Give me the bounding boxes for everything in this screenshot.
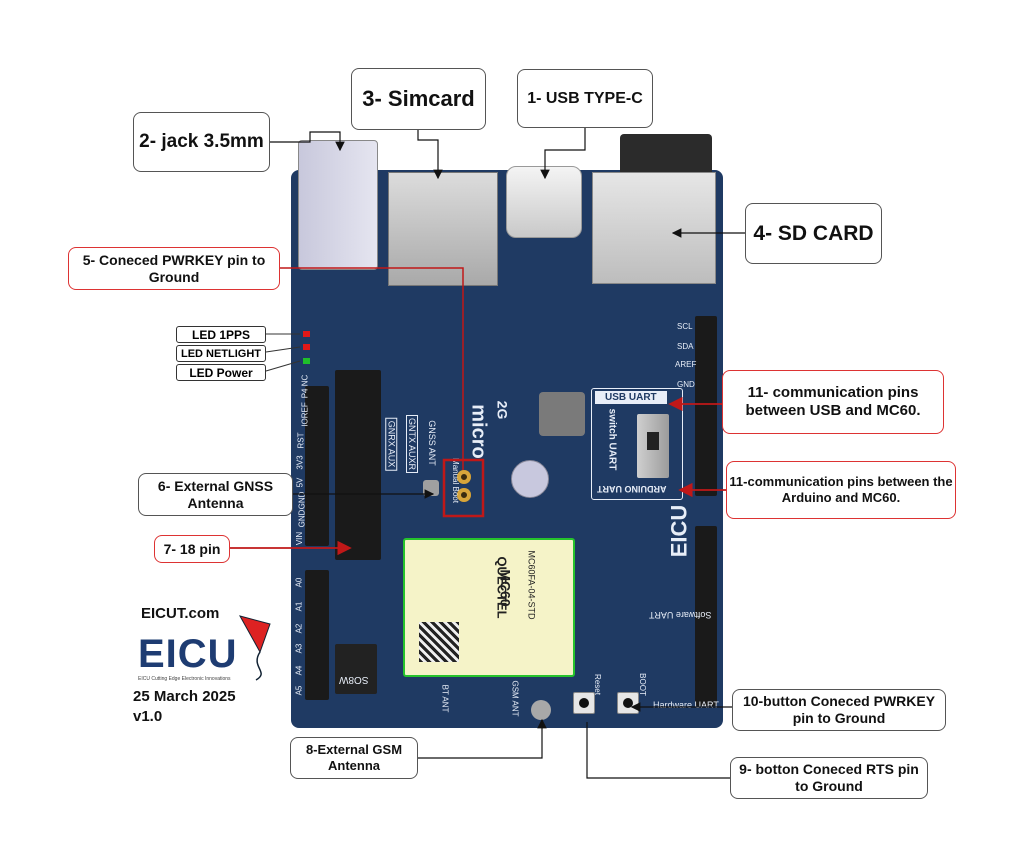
audio-jack xyxy=(298,140,378,270)
micro-label: micro xyxy=(467,404,490,459)
switch-uart-label: switch UART xyxy=(606,408,618,471)
right-pin-label: SCL xyxy=(677,322,693,331)
analog-pin-label: A1 xyxy=(294,601,304,612)
led-1pps-red xyxy=(303,331,310,337)
right-pin-label: SDA xyxy=(677,342,694,351)
board-logo: EICU xyxy=(666,504,692,558)
left-pin-label: 3V3 xyxy=(295,455,305,470)
arrow-rts xyxy=(586,722,730,779)
led-power-label: LED Power xyxy=(176,364,266,381)
band-label: 2G xyxy=(494,400,511,420)
reset-button[interactable] xyxy=(573,692,595,714)
sw-uart-label: Software UART xyxy=(649,610,712,620)
eicu-tagline: EICU Cutting Edge Electronic Innovations xyxy=(138,676,231,682)
analog-pin-label: A2 xyxy=(294,623,304,634)
boot-button[interactable] xyxy=(617,692,639,714)
callout-arduino-mc60-pins: 11-communication pins between the Arduin… xyxy=(726,461,956,519)
gsm-ant-label: GSM ANT xyxy=(510,680,520,717)
bt-ant-label: BT ANT xyxy=(440,684,450,713)
inductor xyxy=(539,392,585,436)
uart-switch-panel xyxy=(591,388,683,500)
left-pin-label: P4 NC xyxy=(300,374,310,399)
right-lower-header xyxy=(695,526,717,706)
arduino-uart-label: ARDUINO UART xyxy=(597,484,667,494)
analog-pin-label: A5 xyxy=(294,685,304,696)
left-pin-label: 5V xyxy=(295,477,305,488)
led-1pps-label: LED 1PPS xyxy=(176,326,266,343)
callout-pwrkey-button: 10-button Coneced PWRKEY pin to Ground xyxy=(732,689,946,731)
callout-rts-button: 9- botton Coneced RTS pin to Ground xyxy=(730,757,928,799)
mc60-module: QUECTEL MC60 MC60FA-04-STD xyxy=(403,538,575,677)
right-pin-label: AREF xyxy=(675,360,697,369)
eicut-site: EICUT.com xyxy=(141,605,220,622)
led-power-green xyxy=(303,358,310,364)
right-pin-header xyxy=(695,316,717,496)
analog-pin-label: A4 xyxy=(294,665,304,676)
mc60-qr-code xyxy=(419,622,459,662)
callout-18-pin: 7- 18 pin xyxy=(154,535,230,563)
uart-slide-switch[interactable] xyxy=(637,414,669,478)
usb-c-connector xyxy=(506,166,582,238)
analog-pin-label: A0 xyxy=(294,577,304,588)
gnrx-label: GNRX AUX xyxy=(385,417,398,471)
release-date: 25 March 2025 xyxy=(133,688,236,705)
analog-pin-header xyxy=(305,570,329,700)
kite-icon xyxy=(238,615,271,681)
usb-uart-label: USB UART xyxy=(595,391,667,404)
led-netlight-red xyxy=(303,344,310,350)
buzzer xyxy=(511,460,549,498)
ic-label: SO8W xyxy=(339,674,369,685)
gsm-ufl-connector xyxy=(531,700,551,720)
gntx-label: GNTX AUXR xyxy=(406,414,419,474)
callout-sd-card: 4- SD CARD xyxy=(745,203,882,264)
callout-usb-mc60-pins: 11- communication pins between USB and M… xyxy=(722,370,944,434)
callout-pwrkey-ground: 5- Coneced PWRKEY pin to Ground xyxy=(68,247,280,290)
module-name: MC60 xyxy=(497,569,514,607)
callout-jack: 2- jack 3.5mm xyxy=(133,112,270,172)
callout-gsm-antenna: 8-External GSM Antenna xyxy=(290,737,418,779)
gnss-ufl-connector xyxy=(423,480,439,496)
left-pin-label: RST xyxy=(296,432,306,449)
right-pin-label: GND xyxy=(677,380,695,389)
sd-slot xyxy=(592,172,716,284)
boot-label: BOOT xyxy=(637,673,647,696)
18-pin-header xyxy=(335,370,381,560)
led-netlight-label: LED NETLIGHT xyxy=(176,345,266,362)
left-pin-label: GND xyxy=(297,509,307,528)
analog-pin-label: A3 xyxy=(294,643,304,654)
left-pin-label: IOREF xyxy=(300,402,310,427)
left-pin-label: GND xyxy=(297,491,307,510)
callout-usb-typec: 1- USB TYPE-C xyxy=(517,69,653,128)
callout-gnss-antenna: 6- External GNSS Antenna xyxy=(138,473,293,516)
module-part: MC60FA-04-STD xyxy=(526,550,537,620)
gnss-ant-label: GNSS ANT xyxy=(426,420,437,466)
callout-simcard: 3- Simcard xyxy=(351,68,486,130)
eicu-logo: EICU xyxy=(138,632,238,676)
sim-holder xyxy=(388,172,498,286)
left-pin-label: VIN xyxy=(295,531,305,546)
reset-label: Reset xyxy=(592,674,602,695)
hw-uart-label: Hardware UART xyxy=(653,700,719,710)
version: v1.0 xyxy=(133,708,163,725)
so8w-ic: SO8W xyxy=(335,644,377,694)
manual-boot-label: Manual Boot xyxy=(450,458,460,503)
